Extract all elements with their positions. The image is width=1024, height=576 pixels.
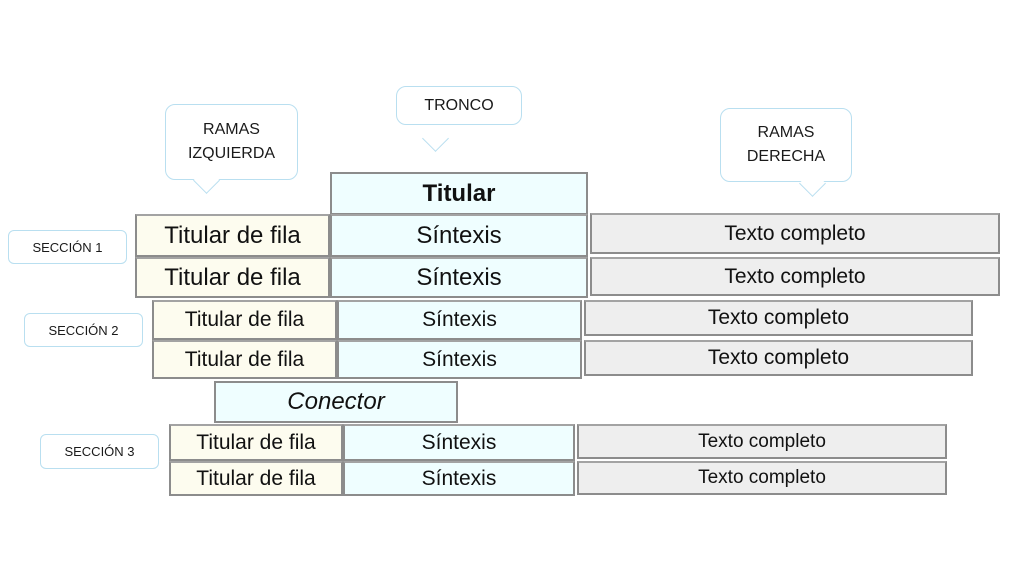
row-full-text: Texto completo — [590, 213, 1000, 254]
row-synthesis: Síntexis — [343, 461, 575, 496]
trunk-header: Titular — [330, 172, 588, 215]
callout-tronco: TRONCO — [396, 86, 522, 125]
connector: Conector — [214, 381, 458, 423]
row-full-text: Texto completo — [577, 461, 947, 495]
row-title: Titular de fila — [135, 214, 330, 257]
section-3-label: SECCIÓN 3 — [40, 434, 159, 469]
row-title: Titular de fila — [135, 257, 330, 298]
row-title: Titular de fila — [152, 300, 337, 340]
row-synthesis: Síntexis — [343, 424, 575, 461]
row-synthesis: Síntexis — [330, 214, 588, 257]
callout-left-line1: RAMAS — [203, 121, 260, 138]
row-synthesis: Síntexis — [330, 257, 588, 298]
row-title: Titular de fila — [152, 340, 337, 379]
callout-ramas-izquierda: RAMAS IZQUIERDA — [165, 104, 298, 180]
callout-right-line2: DERECHA — [746, 148, 826, 165]
row-title: Titular de fila — [169, 424, 343, 461]
callout-right-line1: RAMAS — [757, 124, 815, 141]
callout-center-label: TRONCO — [424, 96, 494, 114]
section-2-label: SECCIÓN 2 — [24, 313, 143, 347]
row-full-text: Texto completo — [584, 300, 973, 336]
row-synthesis: Síntexis — [337, 300, 582, 340]
callout-ramas-derecha: RAMAS DERECHA — [720, 108, 852, 182]
row-full-text: Texto completo — [584, 340, 973, 376]
row-full-text: Texto completo — [577, 424, 947, 459]
section-1-label: SECCIÓN 1 — [8, 230, 127, 264]
row-full-text: Texto completo — [590, 257, 1000, 296]
callout-left-line2: IZQUIERDA — [187, 145, 276, 162]
callout-center-tail — [422, 125, 449, 152]
row-title: Titular de fila — [169, 461, 343, 496]
row-synthesis: Síntexis — [337, 340, 582, 379]
